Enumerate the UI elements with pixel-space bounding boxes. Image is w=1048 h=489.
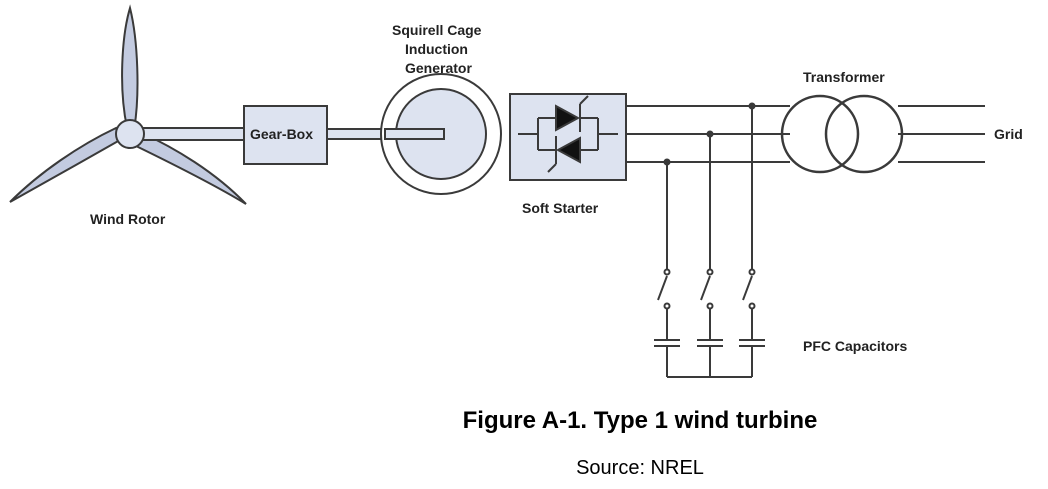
soft-starter-box (509, 93, 627, 181)
gearbox-label: Gear-Box (250, 126, 313, 142)
soft-starter-label: Soft Starter (522, 200, 599, 216)
generator-label-line2: Induction (405, 41, 468, 57)
wind-rotor (9, 4, 247, 205)
figure-caption: Figure A-1. Type 1 wind turbine (462, 407, 818, 434)
three-phase-bus (626, 105, 985, 163)
rotor-hub (115, 119, 145, 149)
pfc-capacitor-bank (654, 102, 765, 378)
grid-label: Grid (994, 126, 1023, 142)
gearbox-box (243, 105, 328, 165)
transformer (780, 94, 904, 174)
rotor-shaft (139, 127, 245, 141)
transformer-secondary (824, 94, 904, 174)
transformer-primary (780, 94, 860, 174)
soft-starter (509, 93, 627, 181)
rotor-blade-left (9, 126, 122, 203)
wind-turbine-diagram: Wind Rotor Gear-Box Squirell Cage Induct… (9, 4, 1023, 378)
generator-shaft (384, 128, 445, 140)
generator (380, 73, 502, 195)
pfc-capacitors-label: PFC Capacitors (803, 338, 907, 354)
transformer-label: Transformer (803, 69, 885, 85)
thyristor-reverse (555, 136, 581, 164)
generator-label-line3: Generator (405, 60, 472, 76)
thyristor-forward (555, 104, 581, 132)
figure-source: Source: NREL (576, 457, 704, 479)
wind-rotor-label: Wind Rotor (90, 211, 166, 227)
generator-label-line1: Squirell Cage (392, 22, 482, 38)
rotor-blade-top (121, 4, 139, 134)
rotor-blade-right (134, 130, 247, 205)
